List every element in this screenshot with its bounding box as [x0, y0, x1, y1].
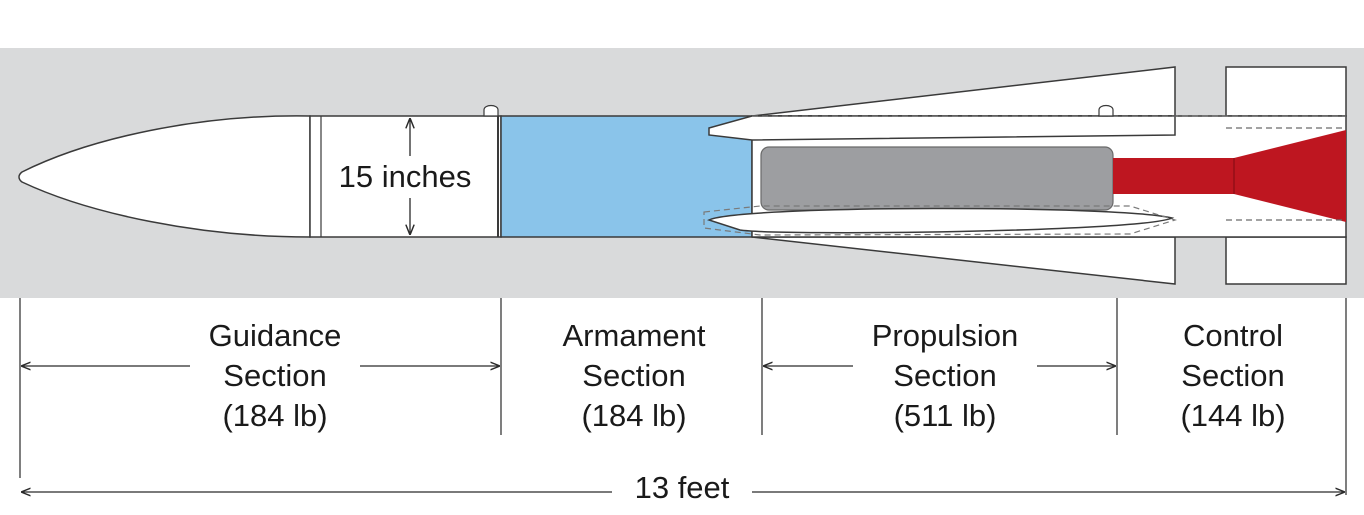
- section-name: Propulsion: [871, 318, 1019, 353]
- armament-section-label: Armament Section (184 lb): [546, 316, 722, 436]
- armament-body: [500, 115, 753, 238]
- section-name: Control: [1183, 318, 1283, 353]
- nose-cone: [18, 115, 311, 238]
- section-word: Section: [223, 358, 327, 393]
- nozzle-throat: [1113, 158, 1234, 194]
- section-word: Section: [582, 358, 686, 393]
- section-name: Armament: [562, 318, 706, 353]
- section-word: Section: [1181, 358, 1285, 393]
- nozzle-bell: [1234, 130, 1346, 222]
- control-fin-bottom: [1225, 236, 1347, 285]
- section-name: Guidance: [208, 318, 342, 353]
- section-weight: (511 lb): [893, 398, 997, 433]
- section-weight: (184 lb): [222, 398, 328, 433]
- section-word: Section: [893, 358, 997, 393]
- rocket-motor: [760, 146, 1114, 211]
- wing-root-bottom: [706, 207, 1175, 234]
- control-section-label: Control Section (144 lb): [1160, 316, 1306, 436]
- launch-lug-rear: [1098, 104, 1114, 117]
- launch-lug-front: [483, 104, 499, 117]
- control-fin-top: [1225, 66, 1347, 117]
- section-weight: (144 lb): [1180, 398, 1286, 433]
- wing-root-top: [708, 115, 1176, 141]
- total-length-label: 13 feet: [612, 468, 752, 508]
- guidance-section-label: Guidance Section (184 lb): [190, 316, 360, 436]
- propulsion-section-label: Propulsion Section (511 lb): [853, 316, 1037, 436]
- section-weight: (184 lb): [581, 398, 687, 433]
- diameter-label: 15 inches: [327, 156, 483, 198]
